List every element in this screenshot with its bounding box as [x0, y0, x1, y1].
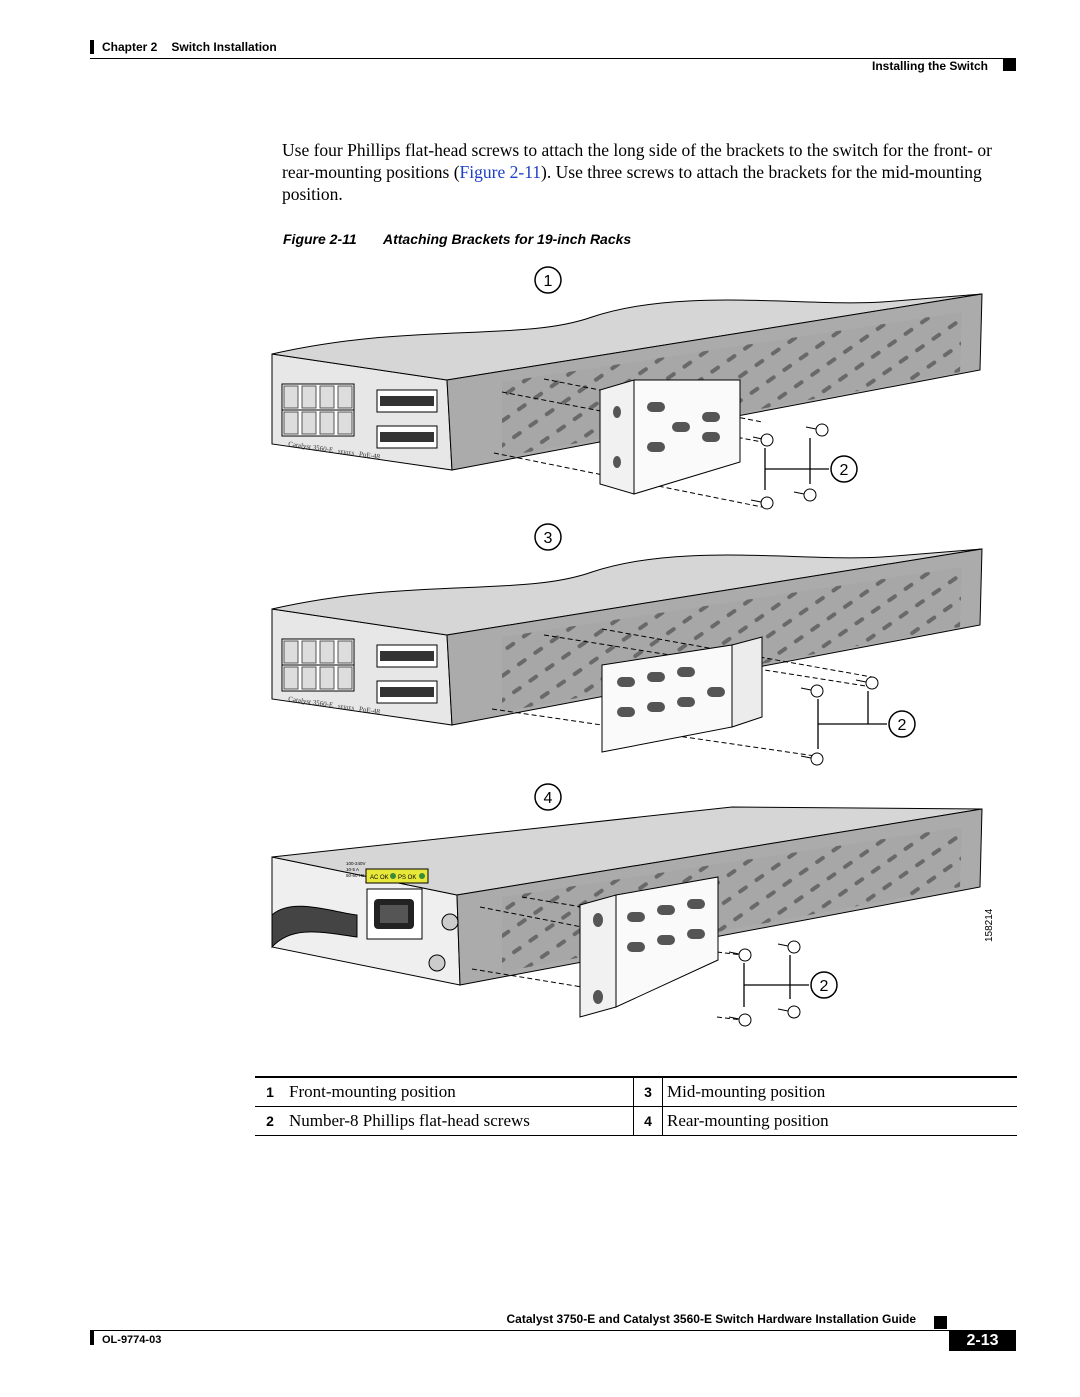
footer-rule — [90, 1330, 1016, 1331]
legend-row: 2 Number-8 Phillips flat-head screws 4 R… — [255, 1106, 1017, 1136]
paragraph-text-end: ). Use three screws to attach the bracke… — [282, 162, 982, 204]
bracket-illustration: 1 Catalyst 3560-E SERIES PoE-48 — [262, 262, 1012, 1052]
legend-text: Number-8 Phillips flat-head screws — [285, 1106, 634, 1136]
front-mounting-view: 1 Catalyst 3560-E SERIES PoE-48 — [271, 266, 983, 510]
figure-caption: Figure 2-11 Attaching Brackets for 19-in… — [283, 231, 631, 247]
chapter-number: Chapter 2 — [102, 40, 158, 54]
mid-mounting-view: 3 Catalyst 3560-E SERIES PoE-48 — [271, 523, 983, 766]
rating-1: 100-240V — [346, 861, 366, 866]
series-label-2: SERIES — [337, 705, 354, 712]
page-number: 2-13 — [949, 1331, 1016, 1351]
callout-3: 3 — [544, 530, 553, 547]
bracket-front — [599, 379, 741, 495]
figure-label: Figure 2-11 — [283, 231, 357, 247]
body-paragraph: Use four Phillips flat-head screws to at… — [282, 139, 1018, 205]
figure-link[interactable]: Figure 2-11 — [459, 162, 542, 182]
rating-3: 50-60 Hz — [346, 873, 365, 878]
chapter-heading: Chapter 2 Switch Installation — [102, 40, 277, 54]
callout-2c: 2 — [820, 978, 829, 995]
legend-text: Front-mounting position — [285, 1076, 634, 1107]
screws-front — [750, 423, 829, 510]
header-marker — [1003, 58, 1016, 71]
figure-id-number: 158214 — [984, 908, 995, 942]
front-ports — [281, 383, 438, 449]
header-rule — [90, 58, 1016, 59]
rear-mounting-view: 4 AC OK PS OK 100-240V 10-5 A 50-60 Hz — [271, 783, 995, 1027]
front-ports-mid — [281, 638, 438, 704]
poe-label-1: PoE-48 — [359, 450, 381, 461]
bracket-rear — [579, 876, 719, 1018]
callout-2b: 2 — [898, 717, 907, 734]
legend-number: 2 — [255, 1106, 285, 1136]
legend-number: 1 — [255, 1076, 285, 1107]
guide-title: Catalyst 3750-E and Catalyst 3560-E Swit… — [506, 1312, 916, 1326]
footer-marker — [934, 1316, 947, 1329]
screws-mid — [800, 676, 879, 766]
legend-number: 4 — [633, 1106, 663, 1136]
callout-1: 1 — [544, 273, 553, 290]
document-number: OL-9774-03 — [102, 1334, 162, 1346]
section-heading: Installing the Switch — [871, 59, 988, 73]
bracket-mid — [601, 636, 763, 753]
paragraph-text-start: Use four Phillips flat-head screws to at… — [282, 140, 993, 182]
ps-ok-label: PS OK — [398, 875, 416, 881]
figure-title: Attaching Brackets for 19-inch Racks — [383, 231, 632, 247]
legend-text: Mid-mounting position — [662, 1076, 1017, 1107]
rating-2: 10-5 A — [346, 867, 359, 872]
legend-text: Rear-mounting position — [662, 1106, 1017, 1136]
chapter-title: Switch Installation — [171, 40, 277, 54]
series-label-1: SERIES — [337, 450, 354, 457]
poe-label-2: PoE-48 — [359, 705, 381, 716]
legend-number: 3 — [633, 1076, 663, 1107]
figure-legend-table: 1 Front-mounting position 3 Mid-mounting… — [255, 1076, 1017, 1136]
screws-rear — [728, 940, 801, 1027]
ac-ok-label: AC OK — [370, 875, 389, 881]
header-bar — [90, 40, 94, 54]
callout-2a: 2 — [840, 462, 849, 479]
legend-row: 1 Front-mounting position 3 Mid-mounting… — [255, 1076, 1017, 1107]
callout-4: 4 — [544, 790, 553, 807]
footer-bar — [90, 1331, 94, 1345]
